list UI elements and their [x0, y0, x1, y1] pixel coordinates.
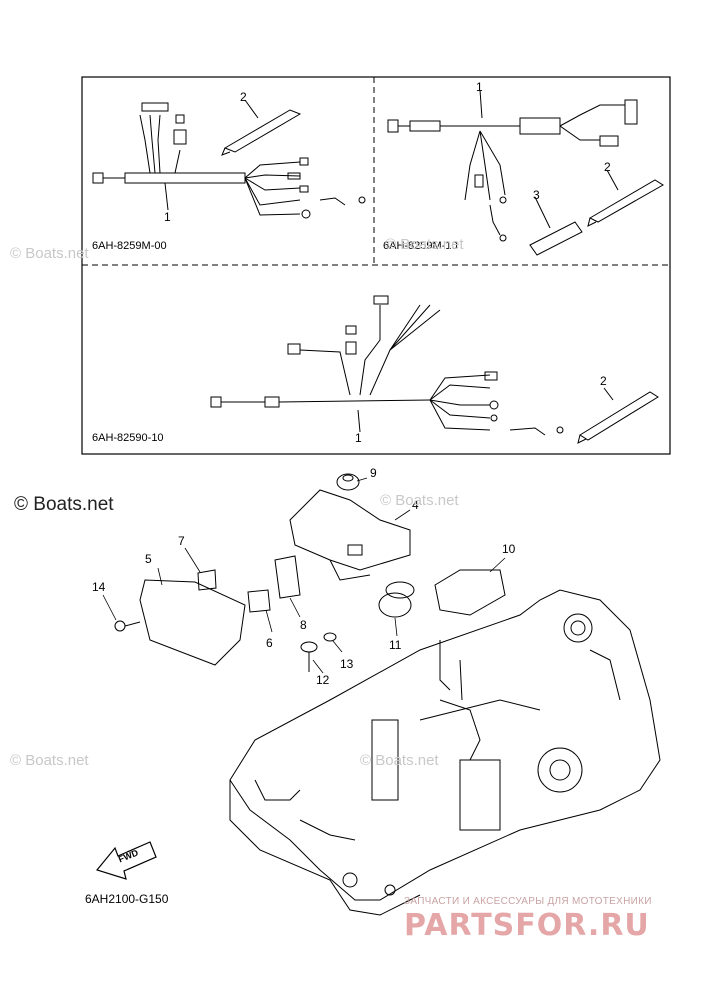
callout-8: 8	[300, 618, 307, 632]
harness-kit-2	[387, 89, 638, 242]
footer-logo-name: PARTSFOR.RU	[404, 908, 650, 943]
bracket-assembly	[289, 489, 411, 581]
figure-code: 6AH2100-G150	[85, 892, 169, 906]
leader-lines	[102, 477, 506, 674]
callout-14: 14	[92, 580, 106, 594]
washer-13	[323, 632, 337, 642]
harness-kit-3	[210, 295, 564, 436]
fwd-arrow-icon	[95, 841, 157, 880]
callout-2-kit3: 2	[600, 374, 607, 388]
clip-11	[378, 581, 415, 618]
watermark-faint-1: © Boats.net	[10, 245, 89, 262]
callout-3-kit2: 3	[533, 188, 540, 202]
callout-7: 7	[178, 534, 185, 548]
tie-strap-kit-1	[221, 99, 302, 156]
engine-block	[229, 589, 661, 916]
cover-10	[434, 569, 506, 616]
plate-6	[247, 589, 271, 613]
callout-12: 12	[316, 673, 330, 687]
callout-1-kit3: 1	[355, 431, 362, 445]
grommet-9	[336, 473, 360, 491]
watermark-faint-5: © Boats.net	[360, 752, 439, 769]
screw-14	[114, 620, 141, 632]
callout-9: 9	[370, 466, 377, 480]
callout-4: 4	[412, 498, 419, 512]
harness-kit-1	[92, 102, 366, 219]
tie-strap-kit-2	[587, 169, 664, 227]
callout-10: 10	[502, 542, 516, 556]
callout-5: 5	[145, 552, 152, 566]
callout-2-kit1: 2	[240, 90, 247, 104]
callout-1-kit1: 1	[164, 210, 171, 224]
cover-5	[139, 579, 246, 666]
watermark-faint-2: © Boats.net	[385, 236, 464, 253]
callout-13: 13	[340, 657, 354, 671]
kit-part-number-1: 6AH-8259M-00	[92, 240, 167, 252]
callout-1-kit2: 1	[476, 80, 483, 94]
callout-6: 6	[266, 636, 273, 650]
watermark-faint-3: © Boats.net	[380, 492, 459, 509]
holder-8	[274, 555, 301, 599]
tie-strap-kit-3	[577, 387, 659, 444]
callout-11: 11	[389, 638, 402, 652]
kit-part-number-2: 6AH-8259M-10	[383, 240, 458, 252]
watermark-main: © Boats.net	[14, 494, 114, 515]
bolt-12	[300, 641, 318, 672]
plate-7	[197, 569, 217, 591]
footer-logo-tagline: ЗАПЧАСТИ И АКСЕССУАРЫ ДЛЯ МОТОТЕХНИКИ	[404, 896, 652, 907]
watermark-faint-4: © Boats.net	[10, 752, 89, 769]
callout-2-kit2: 2	[604, 160, 611, 174]
kit-part-number-3: 6AH-82590-10	[92, 432, 164, 444]
sleeve-kit-2	[529, 196, 583, 256]
